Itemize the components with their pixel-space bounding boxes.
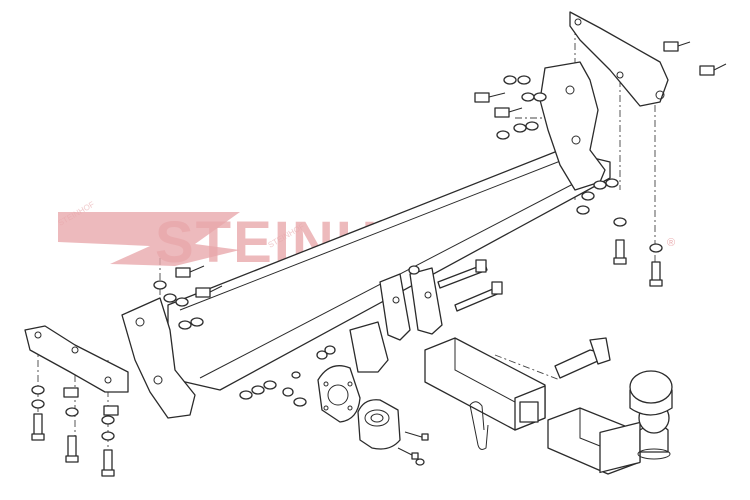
left-mounting-plate — [121, 297, 196, 419]
registered-mark: ® — [667, 237, 675, 249]
ball-cap — [629, 370, 673, 416]
locking-pin — [554, 337, 611, 379]
electrical-socket — [357, 399, 401, 450]
bottom-left-bracket — [24, 325, 129, 393]
left-fasteners — [31, 265, 277, 477]
center-fasteners — [282, 259, 503, 407]
top-right-bracket — [569, 11, 669, 107]
socket-screws — [397, 431, 429, 466]
socket-plate — [317, 365, 361, 423]
r-clip — [469, 401, 489, 450]
center-brackets — [349, 267, 443, 373]
ball-mount-insert — [547, 407, 641, 475]
right-mounting-plate — [539, 61, 606, 191]
watermark-swoosh — [58, 212, 240, 266]
receiver-tube — [424, 337, 546, 431]
right-fasteners — [474, 41, 727, 287]
